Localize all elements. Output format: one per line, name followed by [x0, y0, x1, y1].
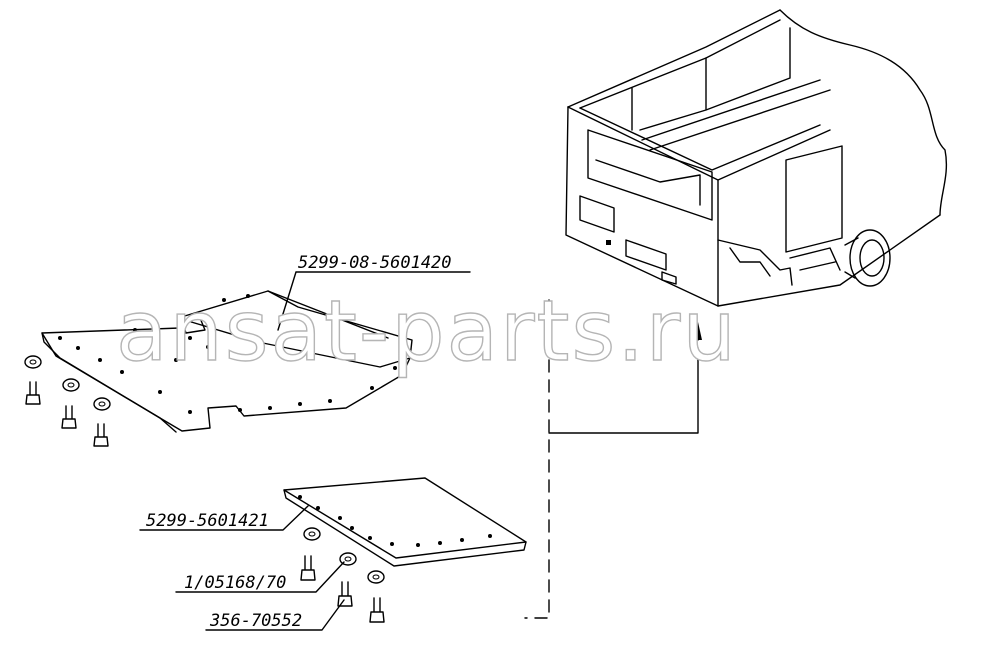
lower-fasteners: [300, 527, 385, 623]
lower-plate: [283, 477, 527, 567]
part-number-label: 1/05168/70: [184, 573, 286, 593]
bolt-icon: [300, 555, 316, 581]
bolt-icon: [61, 405, 77, 429]
bolt-icon: [93, 423, 109, 447]
bolt-icon: [337, 581, 353, 607]
part-number-label: 356-70552: [209, 611, 302, 631]
part-number-label: 5299-5601421: [146, 511, 269, 531]
vehicle-body: [565, 9, 948, 307]
part-number-label: 5299-08-5601420: [298, 253, 452, 273]
bolt-icon: [25, 381, 41, 405]
callouts: 5299-08-5601420 5299-5601421 1/05168/70 …: [139, 253, 471, 631]
bolt-icon: [369, 597, 385, 623]
watermark: ansat-parts.ru: [116, 282, 738, 380]
location-lines: [524, 299, 702, 619]
upper-fasteners: [24, 355, 111, 447]
